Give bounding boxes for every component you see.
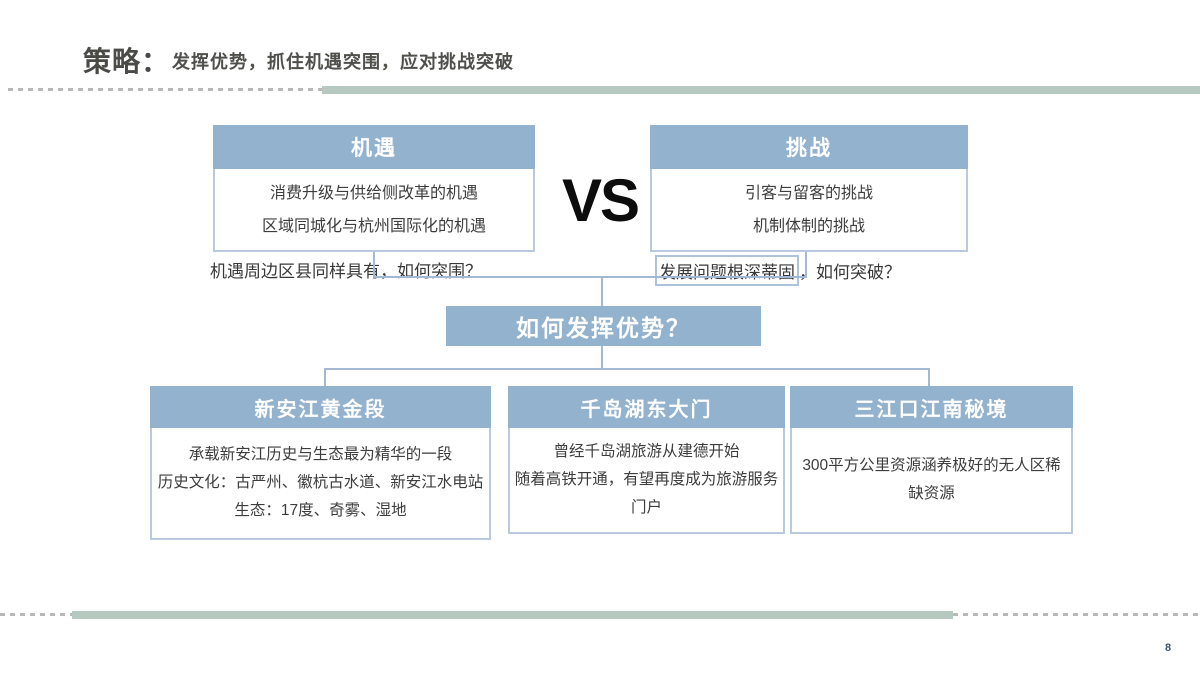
- connector-lower-vertical: [601, 346, 603, 369]
- page-title: 策略：: [83, 46, 171, 77]
- top-divider-bar: [322, 86, 1200, 94]
- challenge-box-body: 引客与留客的挑战 机制体制的挑战: [650, 169, 968, 252]
- opportunity-line: 区域同城化与杭州国际化的机遇: [261, 217, 486, 235]
- advantage-box-body: 承载新安江历史与生态最为精华的一段 历史文化：古严州、徽杭古水道、新安江水电站 …: [150, 428, 491, 540]
- advantage-box-title: 三江口江南秘境: [790, 386, 1073, 428]
- advantage-line: 曾经千岛湖旅游从建德开始: [553, 443, 740, 460]
- opportunity-box-title: 机遇: [213, 125, 535, 169]
- connector-drop-left: [324, 368, 326, 386]
- opportunity-box-body: 消费升级与供给侧改革的机遇 区域同城化与杭州国际化的机遇: [213, 169, 535, 252]
- top-divider-dashed: [8, 88, 322, 91]
- connector-right-stub: [805, 252, 807, 278]
- advantage-line: 300平方公里资源涵养极好的无人区稀: [802, 457, 1061, 474]
- question-box: 如何发挥优势？: [446, 306, 761, 346]
- connector-upper-vertical: [601, 276, 603, 308]
- challenge-line: 引客与留客的挑战: [744, 184, 873, 202]
- connector-upper-horizontal: [373, 276, 807, 278]
- opportunity-box: 机遇 消费升级与供给侧改革的机遇 区域同城化与杭州国际化的机遇: [213, 125, 535, 252]
- challenge-caption-rest: ，如何突破？: [799, 263, 901, 282]
- advantage-box-body: 曾经千岛湖旅游从建德开始 随着高铁开通，有望再度成为旅游服务 门户: [508, 428, 785, 534]
- page-number: 8: [1164, 642, 1172, 654]
- bottom-divider-bar: [72, 611, 953, 619]
- challenge-line: 机制体制的挑战: [752, 217, 865, 235]
- advantage-box-title: 新安江黄金段: [150, 386, 491, 428]
- advantage-line: 历史文化：古严州、徽杭古水道、新安江水电站: [157, 474, 484, 491]
- advantage-box-body: 300平方公里资源涵养极好的无人区稀 缺资源: [790, 428, 1073, 534]
- bottom-divider-dashed-right: [953, 613, 1200, 616]
- challenge-box: 挑战 引客与留客的挑战 机制体制的挑战: [650, 125, 968, 252]
- advantage-box-title: 千岛湖东大门: [508, 386, 785, 428]
- vs-label: VS: [561, 166, 640, 234]
- advantage-box-qiandaohu: 千岛湖东大门 曾经千岛湖旅游从建德开始 随着高铁开通，有望再度成为旅游服务 门户: [508, 386, 785, 534]
- page-subtitle: 发挥优势，抓住机遇突围，应对挑战突破: [172, 52, 514, 72]
- connector-drop-right: [928, 368, 930, 386]
- opportunity-line: 消费升级与供给侧改革的机遇: [269, 184, 478, 202]
- bottom-divider-dashed-left: [0, 613, 72, 616]
- advantage-line: 缺资源: [908, 485, 955, 502]
- challenge-caption-boxed: 发展问题根深蒂固: [655, 255, 799, 286]
- opportunity-caption: 机遇周边区县同样具有，如何突围？: [210, 262, 482, 281]
- connector-left-stub: [373, 252, 375, 278]
- advantage-box-xinanjiang: 新安江黄金段 承载新安江历史与生态最为精华的一段 历史文化：古严州、徽杭古水道、…: [150, 386, 491, 540]
- challenge-box-title: 挑战: [650, 125, 968, 169]
- connector-lower-horizontal: [324, 368, 930, 370]
- advantage-box-sanjiangkou: 三江口江南秘境 300平方公里资源涵养极好的无人区稀 缺资源: [790, 386, 1073, 534]
- advantage-line: 承载新安江历史与生态最为精华的一段: [188, 446, 453, 463]
- advantage-line: 生态：17度、奇雾、湿地: [234, 502, 407, 519]
- challenge-caption: 发展问题根深蒂固，如何突破？: [655, 255, 901, 286]
- advantage-line: 随着高铁开通，有望再度成为旅游服务: [514, 471, 779, 488]
- advantage-line: 门户: [630, 499, 662, 516]
